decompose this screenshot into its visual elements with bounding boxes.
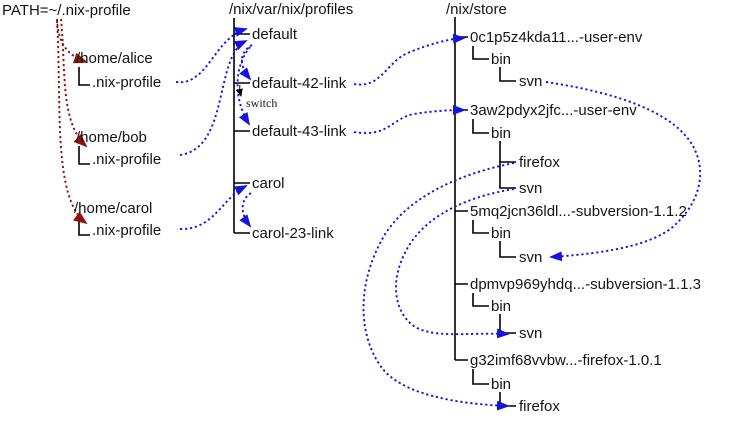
home-alice-label: /home/alice [76, 50, 153, 67]
store-3aw2-bin-label: bin [491, 125, 512, 142]
edge-bob-profile-to-default [179, 40, 248, 156]
switch-label: switch [246, 96, 278, 110]
edge-carol-to-carol-23-link [239, 192, 252, 228]
home-carol-label: /home/carol [74, 200, 153, 217]
store-firefox-101-firefox-label: firefox [519, 398, 560, 415]
edge-default-43-link-to-user-env [353, 105, 466, 135]
store-3aw2-firefox-label: firefox [519, 154, 560, 171]
edge-path-to-carol-profile [56, 20, 88, 225]
store-3aw2-svn-label: svn [519, 180, 543, 197]
home-bob-label: /home/bob [76, 129, 147, 146]
alice-tree-bracket [78, 67, 90, 86]
path-env-var-label: PATH=~/.nix-profile [2, 2, 131, 19]
store-pkg0-brackets [472, 46, 516, 82]
store-0c1p-svn-label: svn [519, 73, 543, 90]
profile-carol-label: carol [252, 175, 285, 192]
profile-default-43-link-label: default-43-link [252, 123, 347, 140]
edge-user-env-svn-to-subversion-112-svn [545, 81, 701, 262]
store-pkg1-brackets [472, 119, 516, 189]
profile-carol-23-link-label: carol-23-link [252, 225, 334, 242]
carol-tree-bracket [78, 217, 90, 236]
bob-nix-profile-label: .nix-profile [92, 151, 162, 168]
carol-nix-profile-label: .nix-profile [92, 222, 162, 239]
store-subversion-113-bin-label: bin [491, 298, 512, 315]
store-subversion-112-label: 5mq2jcn36ldl...-subversion-1.1.2 [470, 203, 687, 220]
store-pkg2-brackets [472, 220, 516, 258]
store-user-env-3aw2-label: 3aw2pdyx2jfc...-user-env [470, 102, 637, 119]
store-0c1p-bin-label: bin [491, 51, 512, 68]
bob-tree-bracket [78, 146, 90, 165]
store-subversion-113-svn-label: svn [519, 325, 543, 342]
edge-carol-profile-to-carol [179, 185, 248, 230]
alice-nix-profile-label: .nix-profile [92, 74, 162, 91]
switch-arrow [235, 84, 243, 97]
profile-default-label: default [252, 26, 298, 43]
edge-path-to-bob-profile [60, 18, 88, 148]
store-tree-trunk [454, 17, 468, 361]
store-user-env-0c1p-label: 0c1p5z4kda11...-user-env [470, 29, 643, 46]
profile-default-42-link-label: default-42-link [252, 75, 347, 92]
edge-default-to-default-42-link [239, 44, 253, 81]
profiles-root-label: /nix/var/nix/profiles [229, 1, 354, 18]
store-subversion-112-svn-label: svn [519, 249, 543, 266]
edge-path-to-alice-profile [56, 18, 88, 64]
edge-default-42-link-to-user-env [353, 33, 466, 86]
store-subversion-112-bin-label: bin [491, 225, 512, 242]
store-firefox-101-label: g32imf68vvbw...-firefox-1.0.1 [470, 352, 662, 369]
edge-default-to-default-43-link [236, 46, 251, 126]
store-firefox-101-bin-label: bin [491, 376, 512, 393]
store-root-label: /nix/store [446, 1, 507, 18]
edge-alice-profile-to-default [175, 27, 248, 83]
store-subversion-113-label: dpmvp969yhdq...-subversion-1.1.3 [470, 276, 701, 293]
edge-user-env-svn-to-subversion-113-svn [395, 188, 515, 339]
